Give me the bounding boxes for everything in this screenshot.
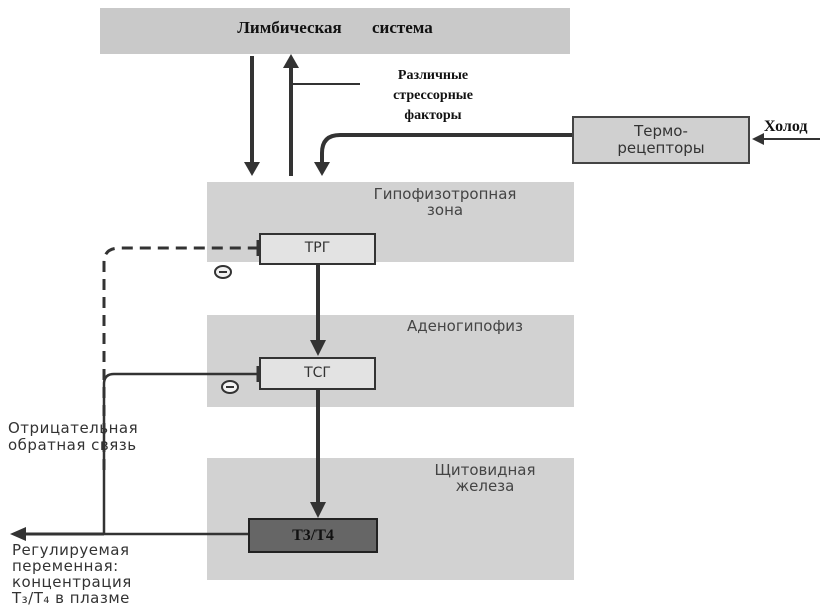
limbic-system-title: Лимбическая система — [237, 18, 433, 37]
stress-factors-label: Различные стрессорные факторы — [393, 68, 473, 123]
limbic-down-arrowhead — [244, 162, 260, 176]
negative-feedback-label: Отрицательная обратная связь — [8, 419, 139, 454]
limbic-system-panel — [100, 8, 570, 54]
hypophysiotropic-zone-label: Гипофизотропная зона — [373, 185, 517, 219]
cold-arrowhead — [752, 133, 764, 145]
thermo-connector — [320, 133, 572, 168]
trh-inhibition-minus-icon — [214, 265, 232, 279]
output-arrowhead — [10, 527, 26, 541]
tsh-box: ТСГ — [259, 357, 376, 390]
adenohypophysis-label: Аденогипофиз — [406, 317, 523, 335]
t3-t4-box: T3/T4 — [248, 518, 378, 553]
tsh-inhibition-minus-icon — [221, 380, 239, 394]
cold-label: Холод — [764, 118, 808, 135]
trh-box: ТРГ — [259, 233, 376, 265]
regulated-variable-label: Регулируемая переменная: концентрация T₃… — [12, 541, 132, 607]
thermoreceptors-box: Термо- рецепторы — [572, 116, 750, 164]
thermo-arrowhead — [314, 162, 330, 176]
thyroid-gland-label: Щитовидная железа — [434, 461, 536, 495]
limbic-up-arrowhead — [283, 54, 299, 68]
